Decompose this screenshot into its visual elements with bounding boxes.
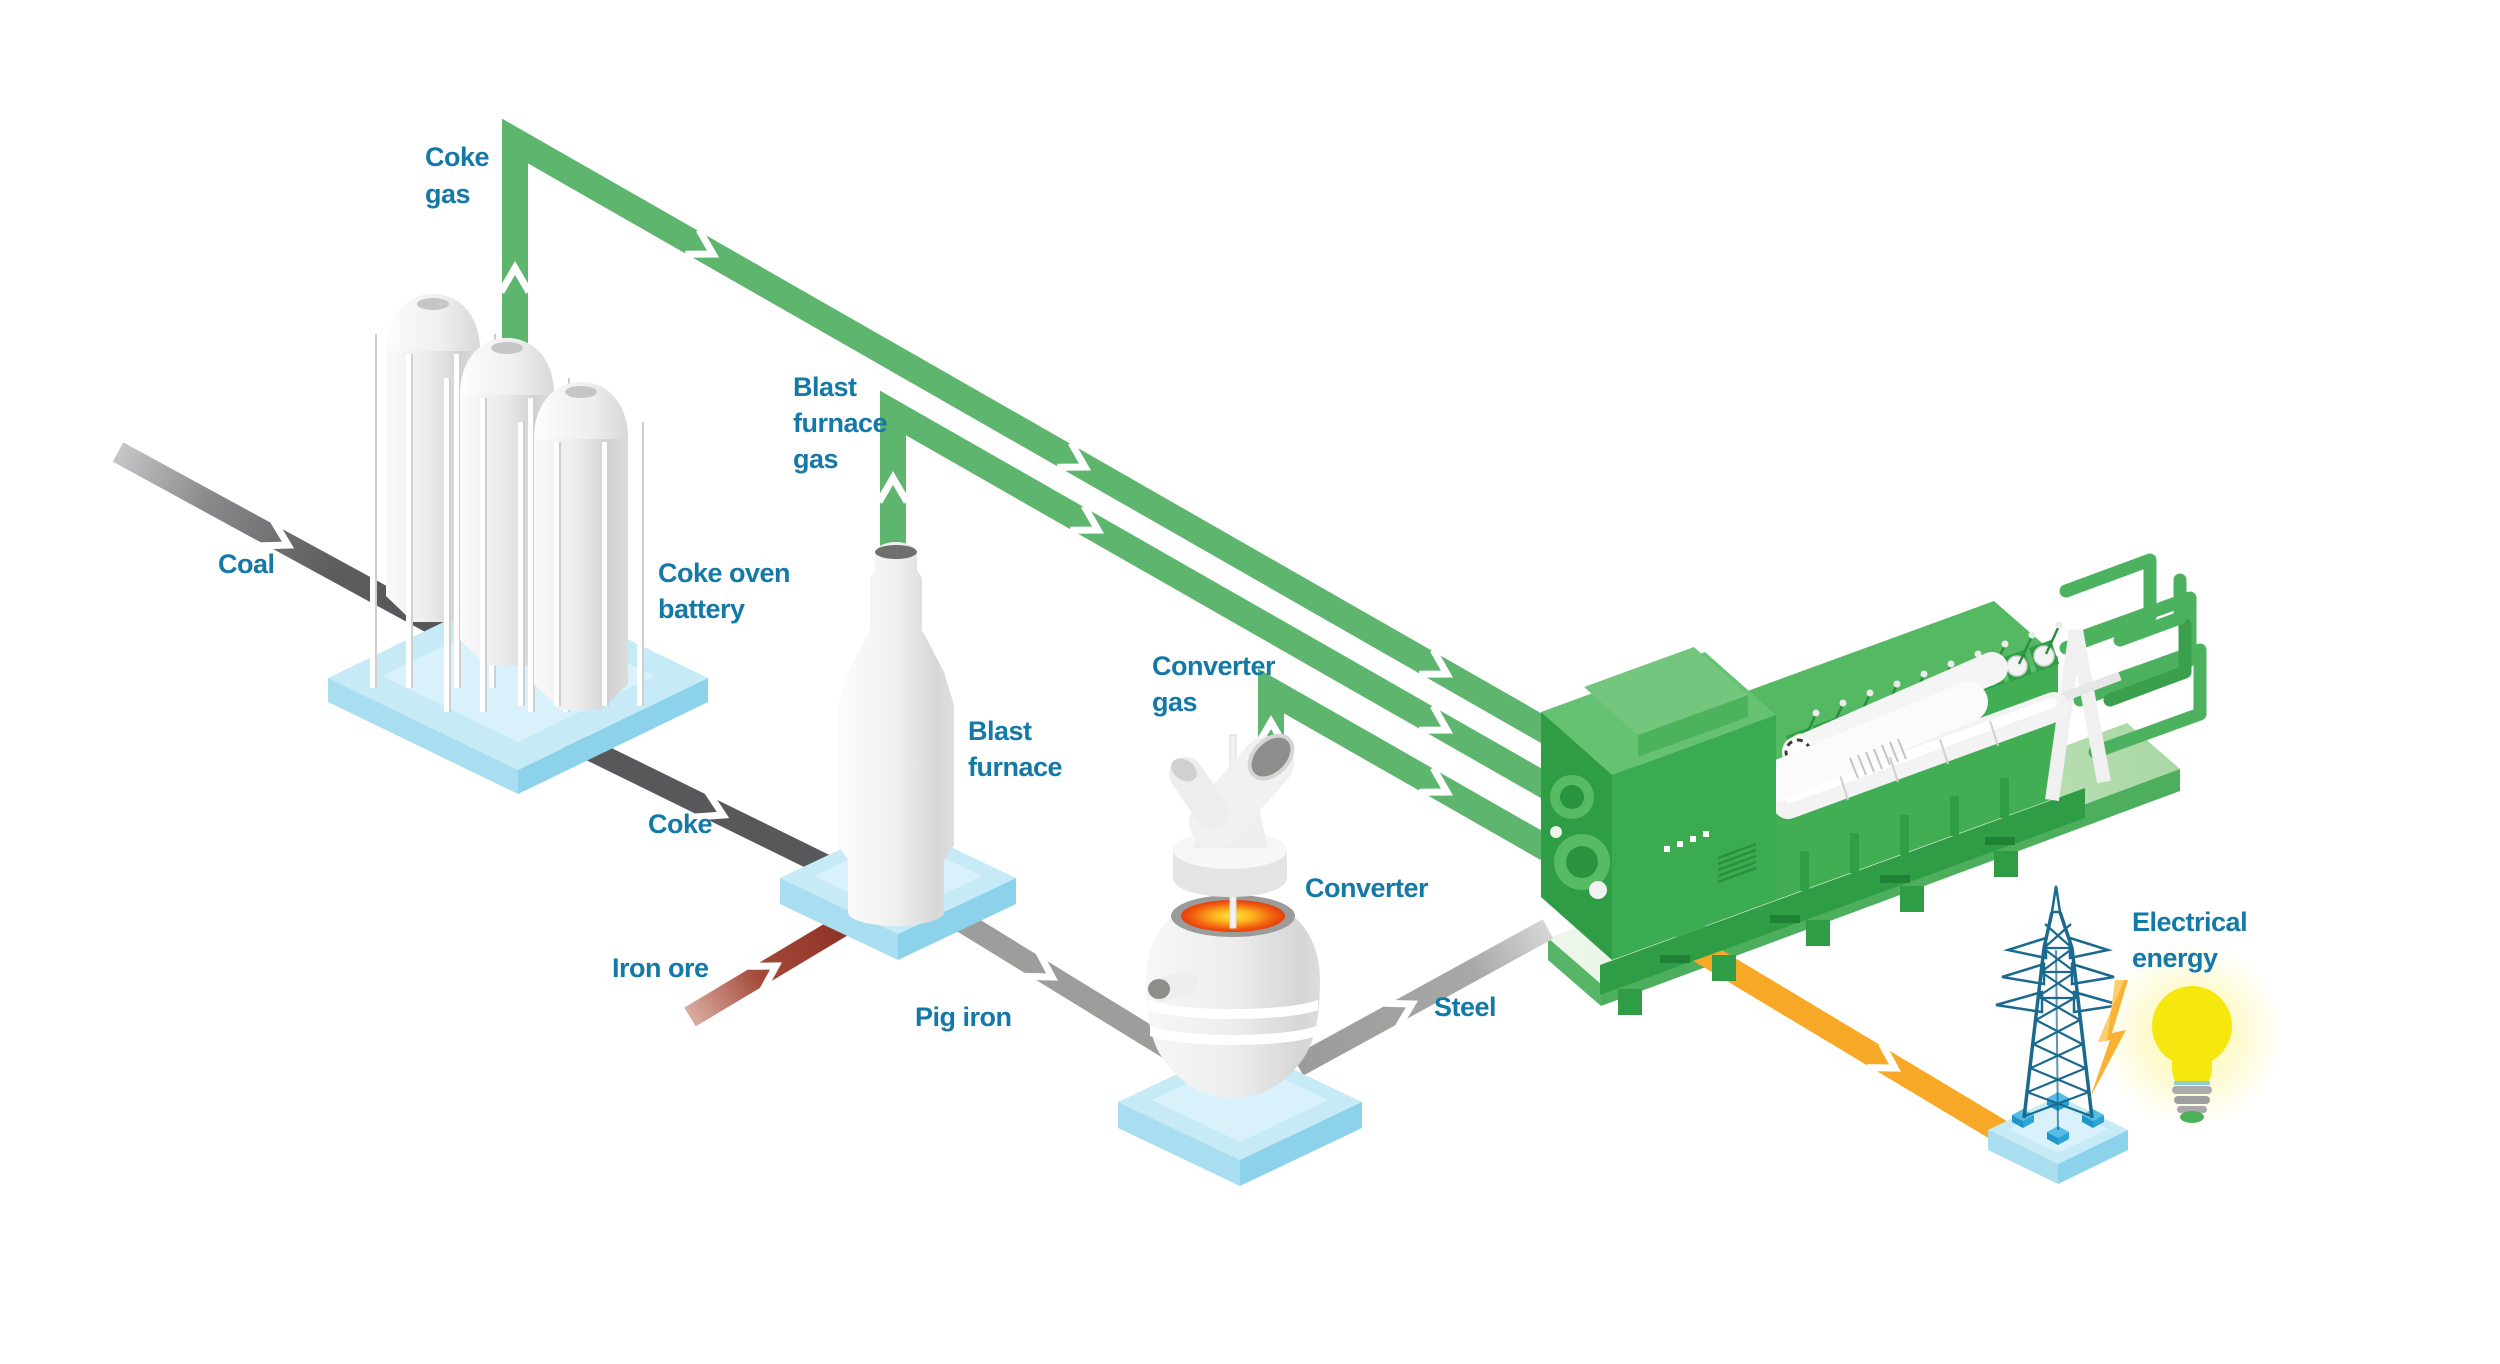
- label-electrical-energy: Electrical: [2132, 907, 2247, 937]
- gas-holder-tank: [518, 382, 644, 710]
- converter-hood: [1169, 733, 1295, 897]
- engine-pipe-rack: [2059, 553, 2207, 759]
- engine-skid: [1600, 788, 2085, 995]
- label-pig-iron: Pig iron: [915, 1002, 1012, 1032]
- iron-ore-flow: [684, 904, 868, 1027]
- skid-vents: [1660, 837, 2015, 963]
- label-coke-oven-battery: Coke oven: [658, 558, 790, 588]
- furnace-mouth: [875, 545, 917, 559]
- converter: [1118, 733, 1362, 1186]
- converter-rings: [1148, 1000, 1318, 1045]
- converter-side-port: [1148, 970, 1198, 1002]
- engine-feet: [1618, 851, 2018, 1015]
- label-converter: Converter: [1305, 873, 1429, 903]
- label-coke-gas: Coke: [425, 142, 490, 172]
- label-coke-gas: gas: [425, 179, 470, 209]
- labels-layer: Coke gas Coal Coke oven battery Blast fu…: [218, 142, 2248, 1032]
- converter-vessel: [1146, 898, 1320, 1098]
- label-blast-furnace-gas: furnace: [793, 408, 888, 438]
- lightning-bolt-highlight: [2098, 980, 2124, 1042]
- label-coke: Coke: [648, 809, 713, 839]
- transmission-tower: [1995, 885, 2121, 1131]
- lightning-bolt-icon: [2090, 980, 2128, 1098]
- gas-engine: [1541, 553, 2207, 1015]
- label-blast-furnace-gas: Blast: [793, 372, 857, 402]
- coke-oven-battery: [328, 294, 708, 794]
- label-blast-furnace: furnace: [968, 752, 1063, 782]
- electricity-flow: [1683, 934, 2057, 1172]
- label-blast-furnace: Blast: [968, 716, 1032, 746]
- label-coal: Coal: [218, 549, 275, 579]
- blast-furnace-vessel: [838, 542, 954, 926]
- label-iron-ore: Iron ore: [612, 953, 709, 983]
- light-bulb-icon: [2152, 986, 2232, 1123]
- blast-furnace: [780, 542, 1016, 960]
- label-blast-furnace-gas: gas: [793, 444, 838, 474]
- engine-block-top: [1712, 601, 2058, 760]
- label-converter-gas: gas: [1152, 687, 1197, 717]
- label-steel: Steel: [1434, 992, 1496, 1022]
- label-electrical-energy: energy: [2132, 943, 2218, 973]
- label-converter-gas: Converter: [1152, 651, 1276, 681]
- engine-manifold: [1773, 692, 2069, 819]
- blast-furnace-gas-pipe: [880, 390, 1707, 886]
- coke-gas-pipe: [502, 118, 1679, 815]
- label-coke-oven-battery: battery: [658, 594, 745, 624]
- engine-front-slats: [1800, 778, 2009, 891]
- steel-flow: [1292, 919, 1554, 1076]
- generator-block: [1541, 647, 1776, 960]
